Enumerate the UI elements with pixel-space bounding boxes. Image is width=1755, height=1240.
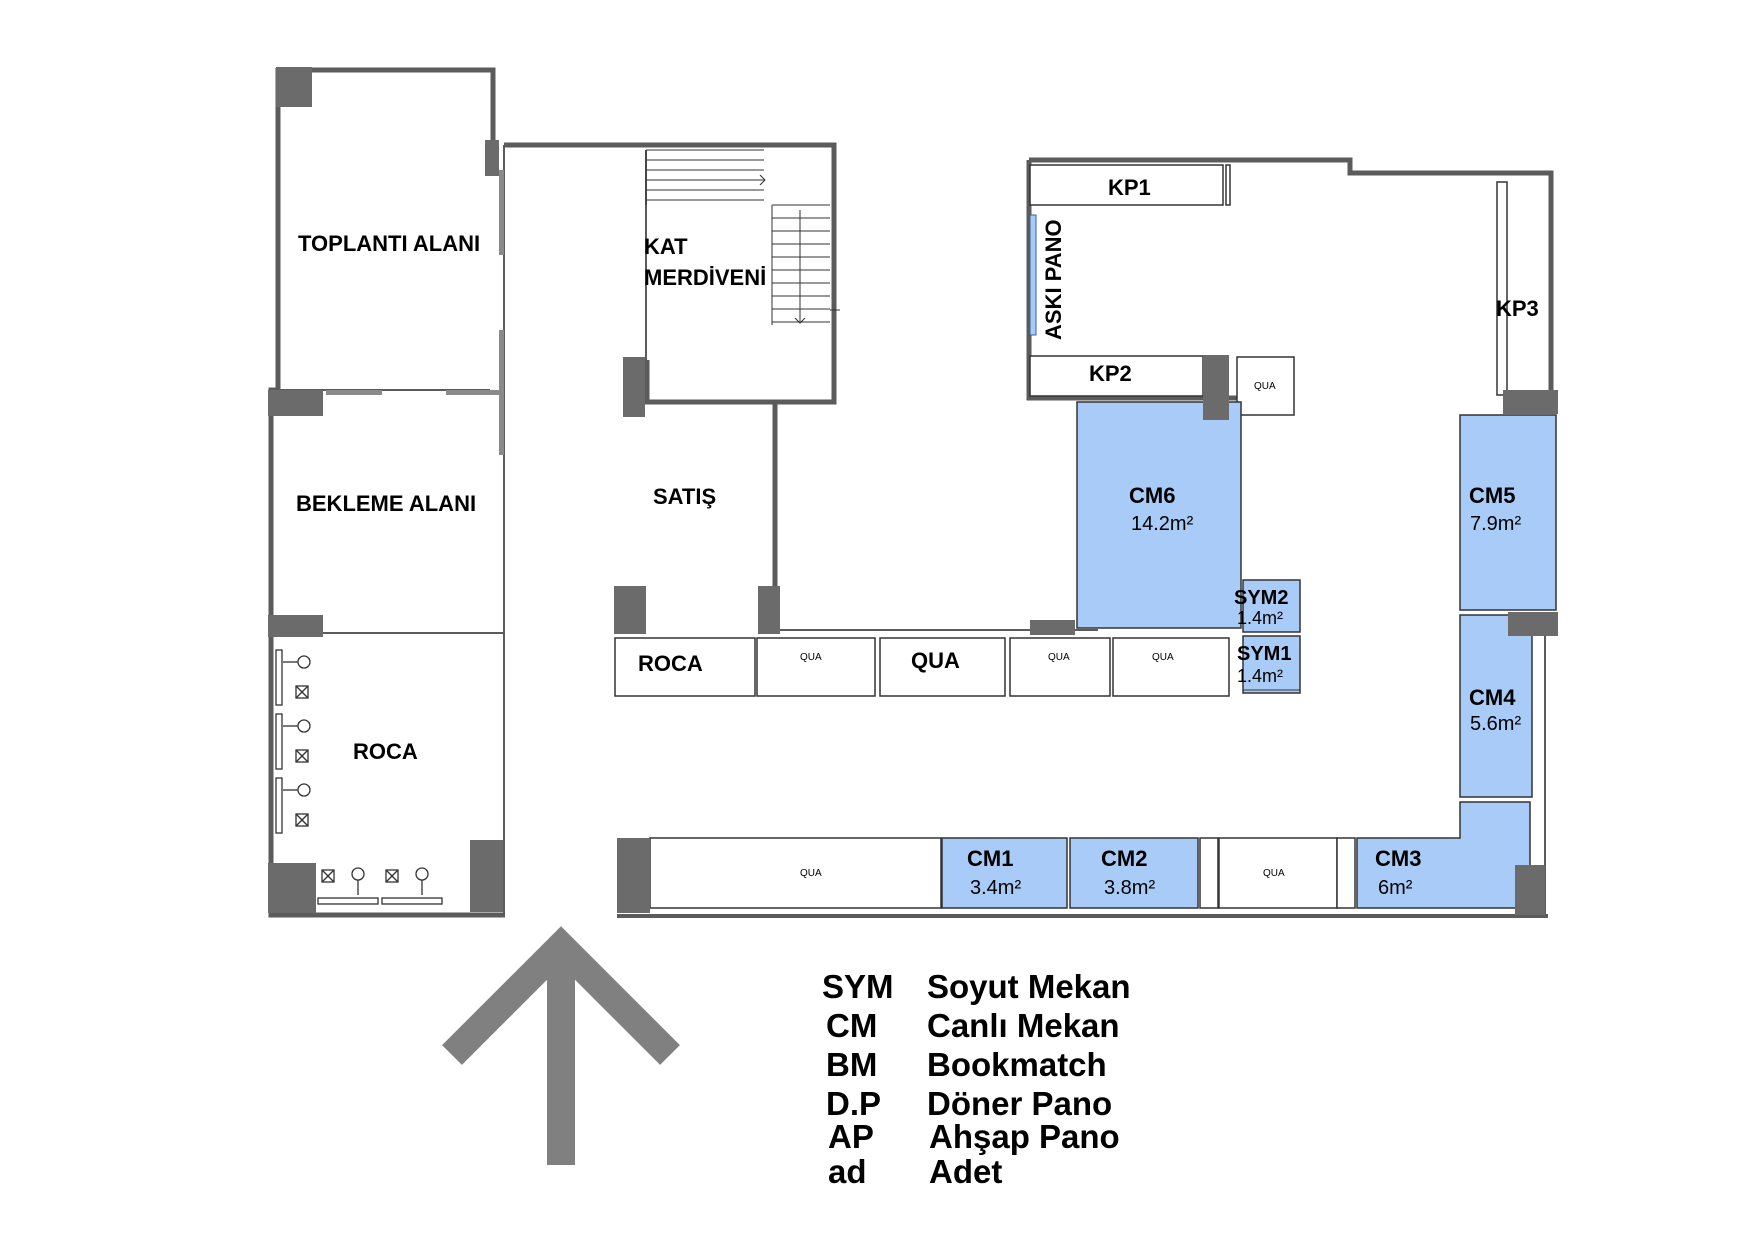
cm1-code: CM1 <box>967 846 1013 871</box>
cm4-area-value: 5.6m² <box>1470 713 1521 735</box>
cm5-area <box>1459 414 1557 611</box>
qua-large-label: QUA <box>911 648 960 673</box>
sym1-area <box>1242 635 1301 694</box>
columns <box>268 67 1558 915</box>
kp3-label: KP3 <box>1496 296 1539 321</box>
room-label-merdiveni: MERDİVENİ <box>644 265 766 290</box>
room-label-kat: KAT <box>644 234 688 259</box>
qua-small-label-6: QUA <box>1254 381 1276 392</box>
room-label-bekleme: BEKLEME ALANI <box>296 491 476 516</box>
cm2-code: CM2 <box>1101 846 1147 871</box>
qua-small-label-2: QUA <box>1048 652 1070 663</box>
counter-label-roca: ROCA <box>638 651 703 676</box>
cm5-area-value: 7.9m² <box>1470 513 1521 535</box>
divider-strips <box>1199 164 1356 909</box>
cm6-area-value: 14.2m² <box>1131 513 1194 535</box>
roca-counter-box <box>614 637 756 697</box>
restroom-fixtures <box>275 649 443 905</box>
sym2-area-value: 1.4m² <box>1237 608 1283 628</box>
sym2-code: SYM2 <box>1234 587 1288 609</box>
staircase <box>645 149 840 325</box>
cm6-code: CM6 <box>1129 483 1175 508</box>
kp1-label: KP1 <box>1108 175 1151 200</box>
cm1-area <box>941 837 1068 909</box>
aski-pano-strip <box>1029 214 1037 336</box>
legend-meaning: Adet <box>929 1153 1003 1190</box>
display-units <box>614 164 1508 909</box>
cm3-code: CM3 <box>1375 846 1421 871</box>
sym2-area <box>1242 579 1301 633</box>
cm1-area-value: 3.4m² <box>970 877 1021 899</box>
blue-spaces <box>941 401 1557 909</box>
cm5-code: CM5 <box>1469 483 1515 508</box>
sym1-code: SYM1 <box>1237 643 1291 665</box>
qua-small-label-3: QUA <box>1152 652 1174 663</box>
legend-code: D.P <box>826 1085 882 1122</box>
legend-meaning: Döner Pano <box>927 1085 1113 1122</box>
main-walls <box>504 142 1554 918</box>
legend-code: AP <box>828 1118 874 1155</box>
legend-meaning: Canlı Mekan <box>927 1007 1120 1044</box>
cm3-area <box>1356 801 1531 909</box>
entrance-arrow-icon <box>442 926 680 1165</box>
cm3-area-value: 6m² <box>1378 877 1413 899</box>
qua-small-label-5: QUA <box>1263 868 1285 879</box>
kp2-label: KP2 <box>1089 361 1132 386</box>
legend-code: BM <box>826 1046 878 1083</box>
cm4-code: CM4 <box>1469 685 1516 710</box>
cm6-area <box>1076 401 1242 629</box>
cm2-area <box>1069 837 1199 909</box>
room-label-toplanti: TOPLANTI ALANI <box>298 231 480 256</box>
legend-meaning: Ahşap Pano <box>929 1118 1120 1155</box>
legend-code: ad <box>828 1153 867 1190</box>
room-label-satis: SATIŞ <box>653 484 716 509</box>
aski-pano-label: ASKI PANO <box>1041 219 1066 340</box>
qua-small-label-1: QUA <box>800 652 822 663</box>
cm4-area <box>1459 614 1533 798</box>
legend-code: SYM <box>822 968 894 1005</box>
legend-code: CM <box>826 1007 878 1044</box>
legend-meaning: Soyut Mekan <box>927 968 1131 1005</box>
legend-meaning: Bookmatch <box>927 1046 1107 1083</box>
cm2-area-value: 3.8m² <box>1104 877 1155 899</box>
qua-small-label-4: QUA <box>800 868 822 879</box>
door-markers <box>326 170 504 455</box>
room-label-roca: ROCA <box>353 739 418 764</box>
sym1-area-value: 1.4m² <box>1237 666 1283 686</box>
